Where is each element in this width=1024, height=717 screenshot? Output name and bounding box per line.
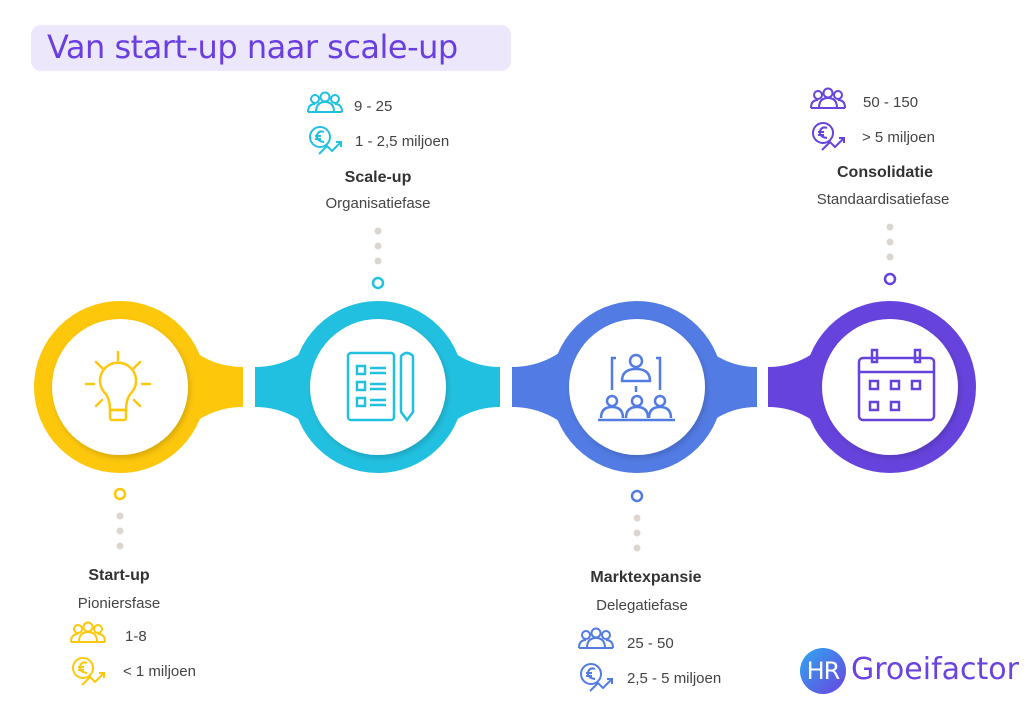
- stage-title: Consolidatie: [836, 164, 934, 181]
- logo-text: Groeifactor: [851, 652, 1019, 687]
- stage-node-start-up: [34, 301, 243, 473]
- connector-marktexpansie: [630, 489, 644, 552]
- stage-revenue: 2,5 - 5 miljoen: [627, 670, 722, 687]
- title-background: [31, 25, 511, 71]
- euro-growth-icon: [72, 657, 105, 686]
- stage-employees: 50 - 150: [863, 94, 919, 111]
- stage-revenue: < 1 miljoen: [123, 663, 196, 680]
- stage-employees: 1-8: [125, 628, 147, 645]
- stage-phase: Delegatiefase: [596, 597, 688, 614]
- people-icon: [70, 621, 106, 643]
- stage-phase: Standaardisatiefase: [816, 191, 950, 208]
- stage-title: Start-up: [88, 567, 150, 584]
- logo-badge: [800, 648, 846, 694]
- euro-growth-icon: [812, 122, 845, 151]
- team-hierarchy-icon: [598, 353, 675, 422]
- lightbulb-icon: [84, 350, 152, 422]
- calendar-icon: [857, 348, 936, 422]
- connector-scale-up: [371, 227, 385, 290]
- stage-title: Scale-up: [344, 169, 412, 186]
- stage-node-scale-up: [255, 301, 500, 473]
- logo-badge-text: HR: [806, 657, 841, 685]
- people-icon: [578, 627, 614, 649]
- stage-node-marktexpansie: [512, 301, 757, 473]
- connector-consolidatie: [883, 223, 897, 286]
- stage-node-consolidatie: [768, 301, 976, 473]
- stage-phase: Organisatiefase: [325, 195, 431, 212]
- euro-growth-icon: [580, 663, 613, 692]
- connector-start-up: [113, 487, 127, 550]
- stage-employees: 25 - 50: [627, 635, 674, 652]
- stage-phase: Pioniersfase: [77, 595, 161, 612]
- stage-title: Marktexpansie: [590, 569, 702, 586]
- stage-revenue: 1 - 2,5 miljoen: [355, 133, 450, 150]
- stage-employees: 9 - 25: [354, 98, 393, 115]
- page-title: Van start-up naar scale-up: [47, 28, 458, 66]
- checklist-icon: [346, 351, 415, 423]
- people-icon: [307, 91, 343, 113]
- stage-revenue: > 5 miljoen: [862, 129, 935, 146]
- euro-growth-icon: [309, 126, 342, 155]
- people-icon: [810, 87, 846, 109]
